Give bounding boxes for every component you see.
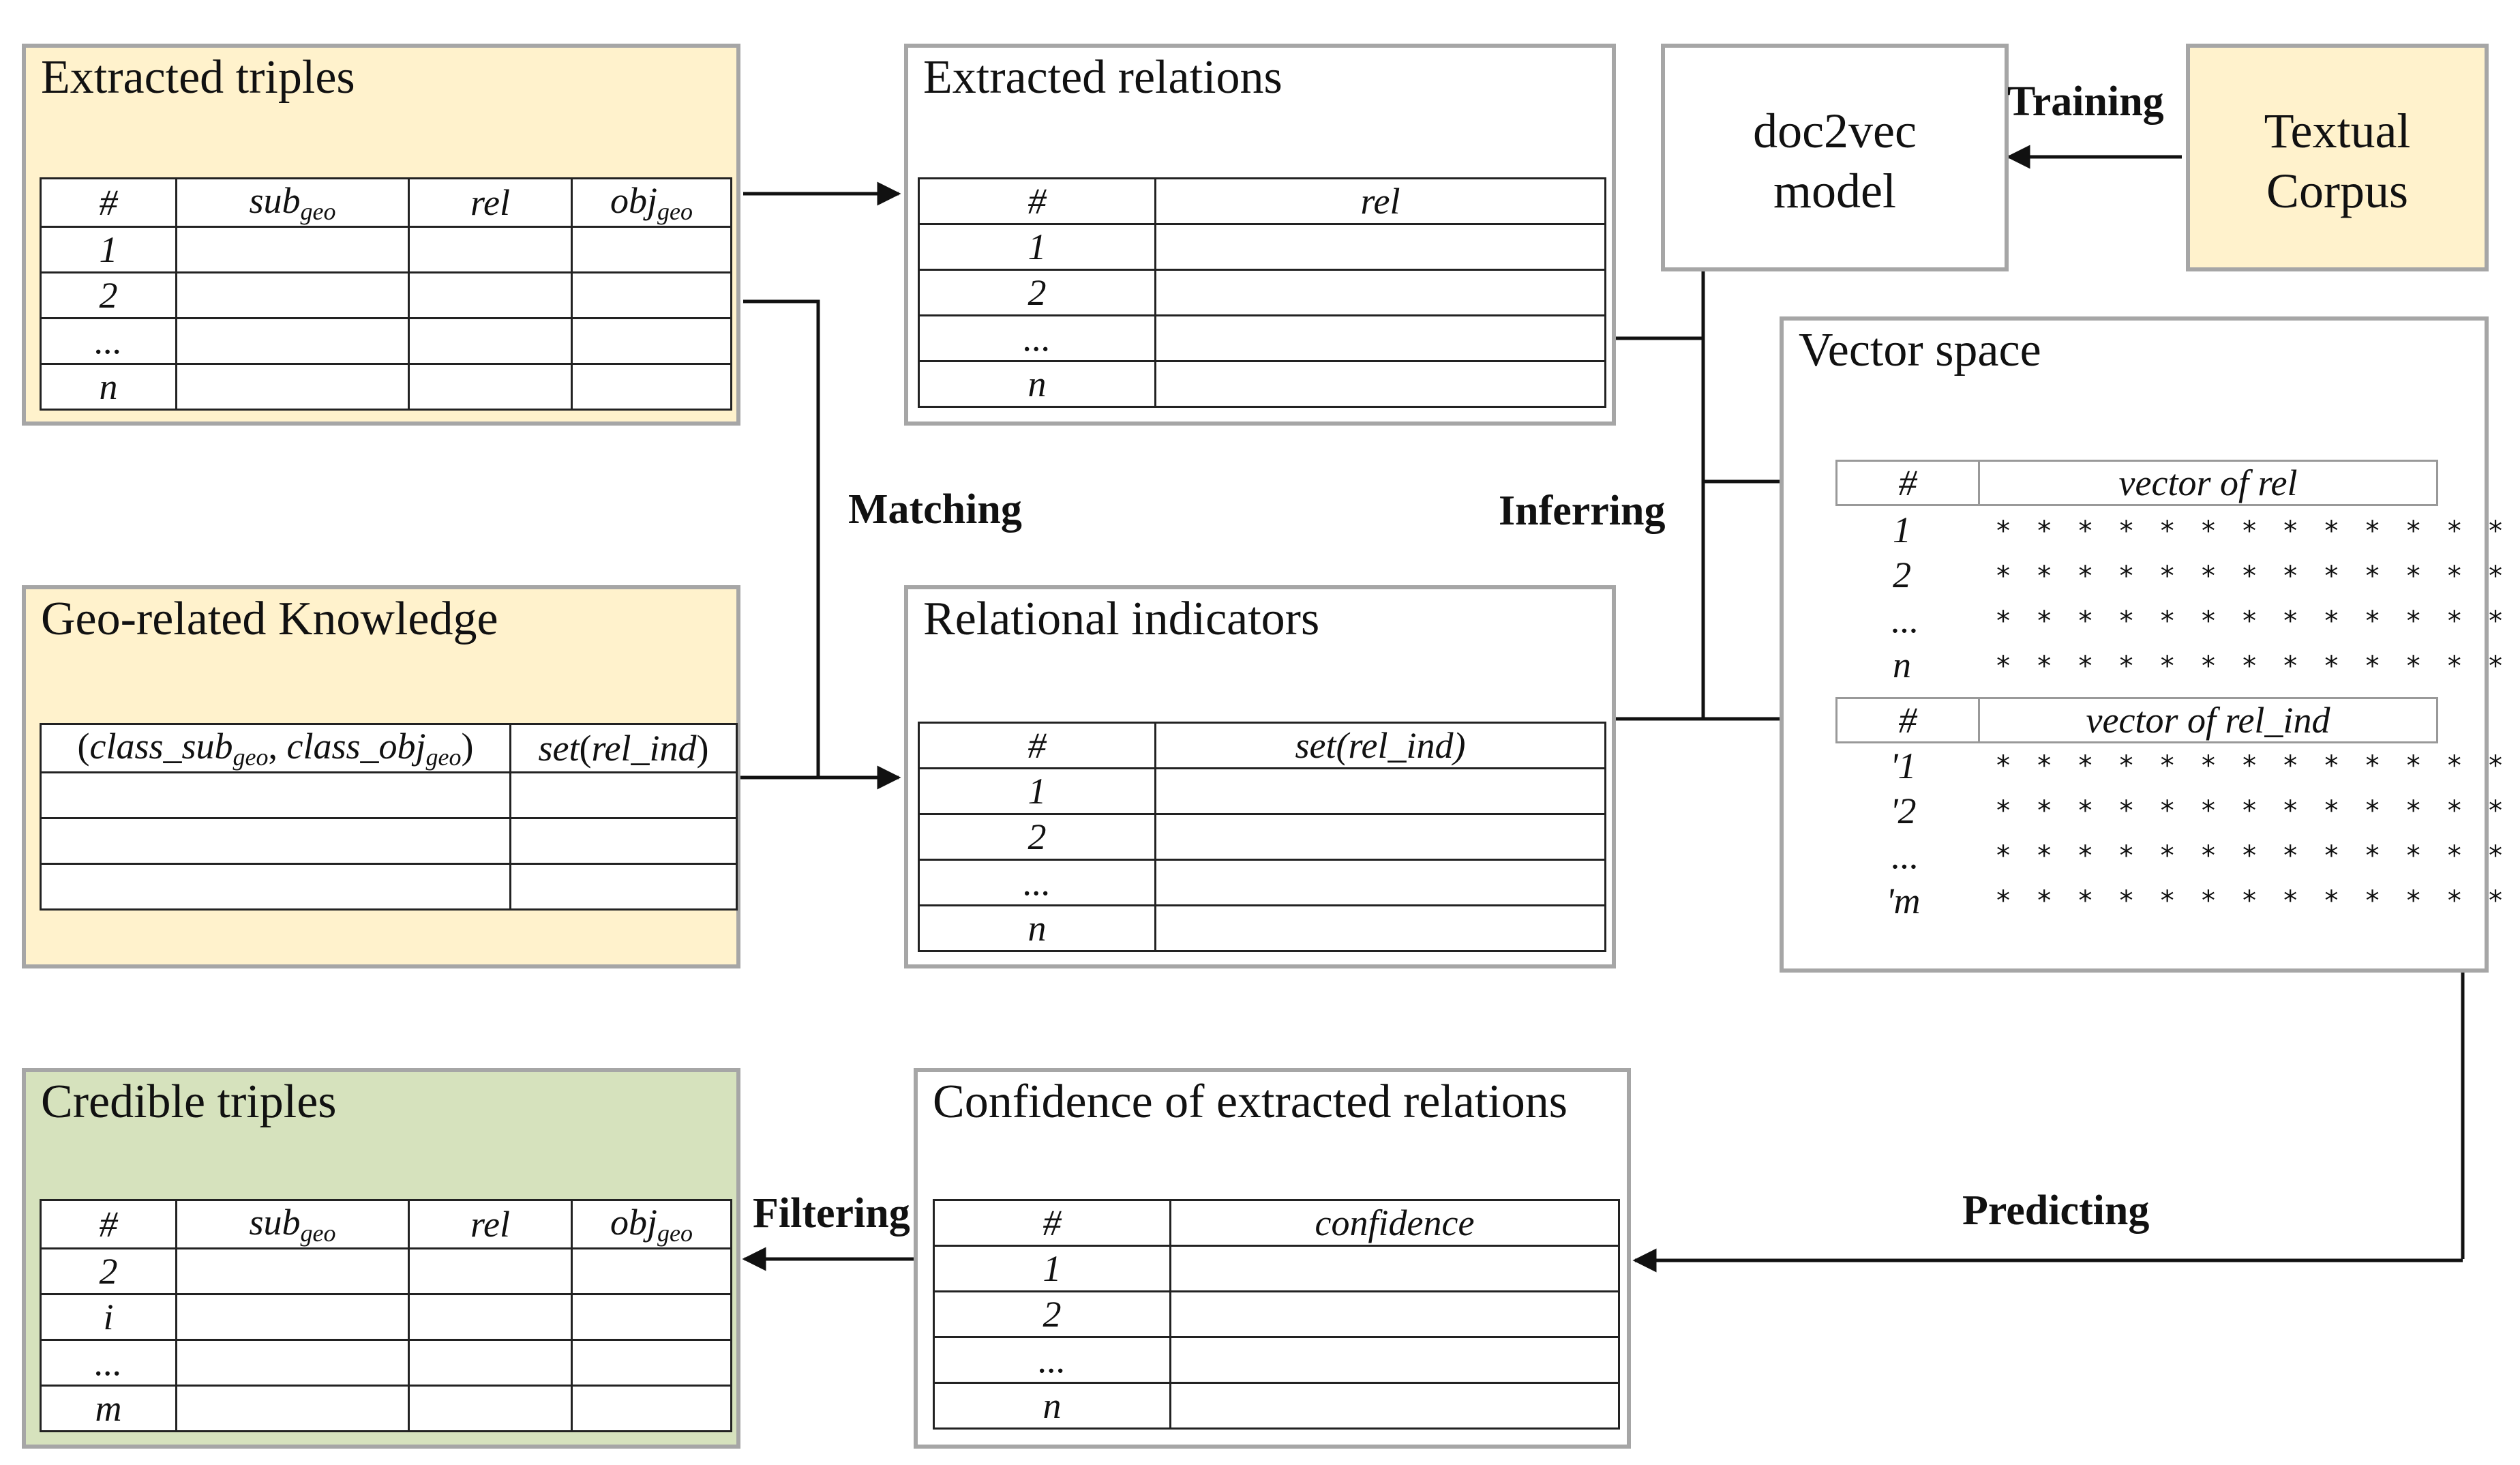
table-row: 2 [918, 813, 1606, 861]
table-row: ... [918, 314, 1606, 362]
vector-row-label: 'm [1886, 881, 1921, 921]
col-set-rel-ind: set(rel_ind) [509, 723, 738, 773]
extracted-triples-table: # subgeo rel objgeo 1 2 ... n [40, 177, 732, 411]
table-row [40, 771, 738, 819]
vector-rel-ind-header: # vector of rel_ind [1835, 697, 2438, 743]
vector-space-panel: Vector space # vector of rel 1 2 ... n *… [1780, 316, 2520, 973]
vector-space-title: Vector space [1799, 324, 2041, 376]
table-row: 2 [918, 269, 1606, 316]
table-row: 1 [918, 767, 1606, 815]
confidence-panel: Confidence of extracted relations # conf… [914, 1068, 1631, 1449]
vector-row-label: 2 [1893, 554, 1911, 595]
predicting-label: Predicting [1962, 1187, 2150, 1234]
training-label: Training [2007, 78, 2164, 125]
corpus-label-2: Corpus [2266, 164, 2409, 218]
extracted-triples-title: Extracted triples [41, 51, 355, 104]
vector-values: * * * * * * * * * * * * * * [1995, 795, 2520, 827]
col-index: # [933, 1199, 1171, 1247]
wire-matching [743, 299, 820, 778]
col-index: # [1837, 699, 1980, 741]
col-obj: objgeo [571, 1199, 732, 1249]
table-row: 2 [40, 271, 732, 319]
relational-indicators-title: Relational indicators [923, 593, 1320, 645]
confidence-table: # confidence 1 2 ... n [933, 1199, 1620, 1430]
vector-values: * * * * * * * * * * * * * * [1995, 750, 2520, 782]
matching-label: Matching [848, 486, 1022, 533]
table-row: ... [40, 1339, 732, 1387]
confidence-title: Confidence of extracted relations [933, 1076, 1567, 1128]
table-row: 2 [933, 1290, 1620, 1338]
extracted-relations-title: Extracted relations [923, 51, 1282, 104]
col-index: # [40, 1199, 177, 1249]
table-row: m [40, 1385, 732, 1432]
credible-triples-table: # subgeo rel objgeo 2 i ... m [40, 1199, 732, 1432]
col-rel: rel [408, 1199, 573, 1249]
table-row [40, 817, 738, 865]
vector-row-label: n [1893, 645, 1911, 685]
table-row: ... [933, 1336, 1620, 1384]
relational-indicators-table: # set(rel_ind) 1 2 ... n [918, 722, 1606, 952]
table-row: 1 [918, 223, 1606, 271]
col-rel: rel [408, 177, 573, 228]
table-row: n [918, 360, 1606, 408]
relational-indicators-panel: Relational indicators # set(rel_ind) 1 2… [904, 585, 1616, 968]
vector-rel-header: # vector of rel [1835, 460, 2438, 506]
vector-values: * * * * * * * * * * * * * * [1995, 840, 2520, 872]
table-row: ... [40, 317, 732, 365]
inferring-label: Inferring [1499, 488, 1666, 534]
doc2vec-label-2: model [1773, 164, 1896, 218]
doc2vec-label-1: doc2vec [1753, 104, 1917, 158]
vector-values: * * * * * * * * * * * * * * [1995, 885, 2520, 917]
geo-knowledge-panel: Geo-related Knowledge (class_subgeo, cla… [22, 585, 740, 968]
corpus-label-1: Textual [2264, 104, 2411, 158]
col-class-pair: (class_subgeo, class_objgeo) [40, 723, 511, 773]
col-index: # [918, 722, 1156, 769]
vector-row-label: ... [1891, 835, 1919, 876]
col-index: # [1837, 462, 1980, 504]
table-row: n [40, 363, 732, 411]
geo-knowledge-title: Geo-related Knowledge [41, 593, 498, 645]
col-rel: rel [1154, 177, 1606, 225]
textual-corpus-box: Textual Corpus [2186, 44, 2489, 271]
col-confidence: confidence [1169, 1199, 1620, 1247]
extracted-relations-table: # rel 1 2 ... n [918, 177, 1606, 408]
col-set-rel-ind: set(rel_ind) [1154, 722, 1606, 769]
col-index: # [918, 177, 1156, 225]
col-vector-rel-ind: vector of rel_ind [2086, 700, 2330, 741]
table-row: 1 [933, 1245, 1620, 1292]
col-sub: subgeo [175, 177, 410, 228]
table-row: 1 [40, 226, 732, 273]
col-obj: objgeo [571, 177, 732, 228]
table-row [40, 863, 738, 911]
table-row: ... [918, 859, 1606, 906]
vector-row-label: 1 [1893, 509, 1911, 550]
vector-values: * * * * * * * * * * * * * * [1995, 606, 2520, 637]
extracted-relations-panel: Extracted relations # rel 1 2 ... n [904, 44, 1616, 426]
filtering-label: Filtering [753, 1190, 910, 1237]
col-index: # [40, 177, 177, 228]
extracted-triples-panel: Extracted triples # subgeo rel objgeo 1 … [22, 44, 740, 426]
vector-values: * * * * * * * * * * * * * * [1995, 561, 2520, 592]
vector-row-label: ... [1891, 600, 1919, 640]
vector-row-label: '1 [1890, 745, 1917, 786]
col-sub: subgeo [175, 1199, 410, 1249]
credible-triples-title: Credible triples [41, 1076, 337, 1128]
table-row: n [918, 904, 1606, 952]
table-row: n [933, 1382, 1620, 1430]
geo-knowledge-table: (class_subgeo, class_objgeo) set(rel_ind… [40, 723, 738, 911]
vector-values: * * * * * * * * * * * * * * [1995, 651, 2520, 682]
vector-values: * * * * * * * * * * * * * * [1995, 516, 2520, 547]
col-vector-rel: vector of rel [2118, 462, 2298, 503]
doc2vec-model-box: doc2vec model [1661, 44, 2009, 271]
credible-triples-panel: Credible triples # subgeo rel objgeo 2 i… [22, 1068, 740, 1449]
table-row: i [40, 1293, 732, 1341]
vector-row-label: '2 [1890, 790, 1917, 831]
table-row: 2 [40, 1247, 732, 1295]
